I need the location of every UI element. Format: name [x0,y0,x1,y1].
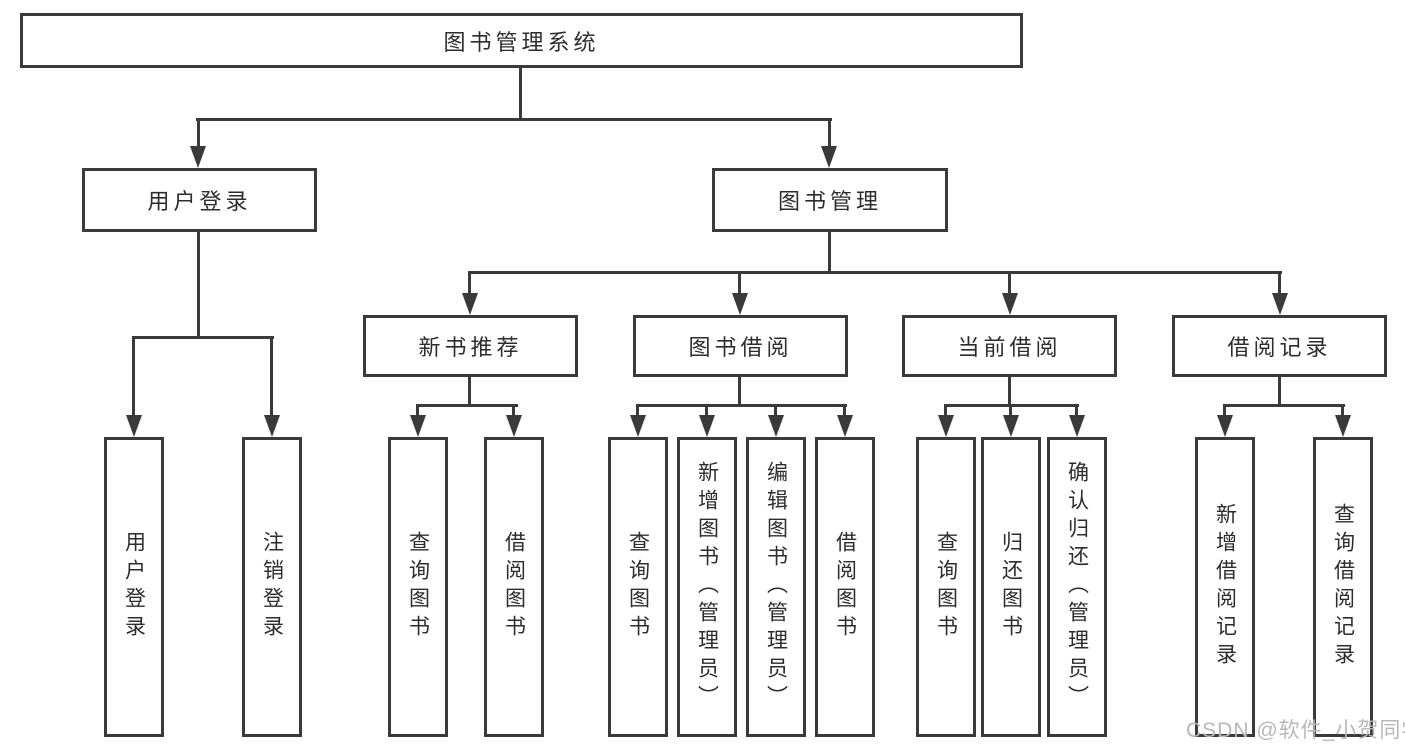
connector-line [512,404,515,417]
connector-line [636,404,847,407]
connector-line [132,336,274,339]
connector-line [774,404,777,417]
connector-line [1008,377,1011,407]
arrowhead-icon [1003,415,1019,437]
arrowhead-icon [837,415,853,437]
leaf-borrow-books-recommend: 借阅图书 [484,437,544,737]
csdn-watermark: CSDN @软件_小贺同学 [1186,719,1405,742]
connector-line [1008,271,1011,295]
arrowhead-icon [699,415,715,437]
connector-line [738,271,741,295]
arrowhead-icon [1069,415,1085,437]
leaf-search-books-recommend: 查询图书 [388,437,448,737]
leaf-add-books-admin: 新增图书（管理员） [677,437,737,737]
arrowhead-icon [938,415,954,437]
leaf-logout: 注销登录 [242,437,302,737]
arrowhead-icon [821,146,837,168]
node-book-borrowing: 图书借阅 [633,315,848,377]
connector-line [196,118,832,121]
connector-line [468,271,1282,274]
connector-line [468,377,471,407]
connector-line [1223,404,1345,407]
connector-line [416,404,419,417]
connector-line [197,232,200,339]
arrowhead-icon [264,415,280,437]
node-user-login: 用户登录 [82,168,317,232]
connector-line [468,271,471,295]
arrowhead-icon [462,293,478,315]
node-library-management-system: 图书管理系统 [20,13,1023,68]
arrowhead-icon [1217,415,1233,437]
node-book-management: 图书管理 [712,168,948,232]
leaf-search-books-current: 查询图书 [916,437,976,737]
connector-line [1278,271,1281,295]
arrowhead-icon [126,415,142,437]
connector-line [416,404,518,407]
arrowhead-icon [630,415,646,437]
node-borrowing-records: 借阅记录 [1172,315,1387,377]
arrowhead-icon [190,146,206,168]
arrowhead-icon [506,415,522,437]
arrowhead-icon [1002,293,1018,315]
connector-line [1278,377,1281,407]
connector-line [828,118,831,149]
connector-line [636,404,639,417]
connector-line [519,68,522,121]
connector-line [944,404,947,417]
leaf-borrow-books: 借阅图书 [815,437,875,737]
connector-line [132,336,135,417]
leaf-user-login: 用户登录 [104,437,164,737]
connector-line [1341,404,1344,417]
connector-line [1223,404,1226,417]
arrowhead-icon [732,293,748,315]
connector-line [270,336,273,417]
leaf-return-books: 归还图书 [981,437,1041,737]
leaf-add-borrow-record: 新增借阅记录 [1195,437,1255,737]
leaf-search-borrow-record: 查询借阅记录 [1313,437,1373,737]
connector-line [738,377,741,407]
arrowhead-icon [1272,293,1288,315]
node-new-book-recommendation: 新书推荐 [363,315,578,377]
arrowhead-icon [410,415,426,437]
node-current-borrowing: 当前借阅 [902,315,1117,377]
leaf-edit-books-admin: 编辑图书（管理员） [746,437,806,737]
leaf-confirm-return-admin: 确认归还（管理员） [1047,437,1107,737]
leaf-search-books-borrowing: 查询图书 [608,437,668,737]
connector-line [828,232,831,274]
connector-line [1009,404,1012,417]
arrowhead-icon [1335,415,1351,437]
connector-line [843,404,846,417]
connector-line [705,404,708,417]
connector-line [1075,404,1078,417]
connector-line [197,118,200,149]
arrowhead-icon [768,415,784,437]
